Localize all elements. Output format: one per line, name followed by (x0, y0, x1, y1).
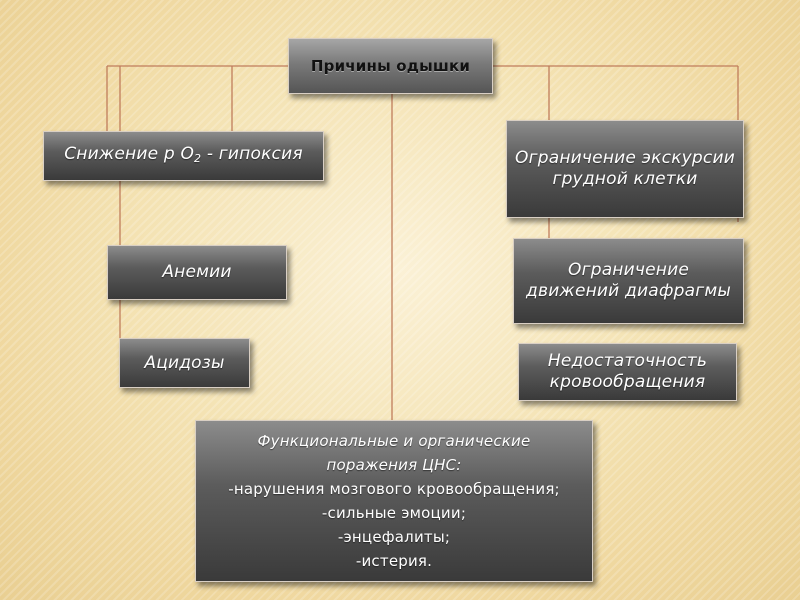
node-acidosis: Ацидозы (119, 338, 250, 388)
node-diaphragm: Ограничение движений диафрагмы (513, 238, 744, 324)
node-diaphragm-line1: Ограничение (567, 260, 689, 280)
node-diaphragm-line2: движений диафрагмы (526, 281, 731, 301)
node-chest-line1: Ограничение экскурсии (515, 148, 735, 168)
node-circulation-line2: кровообращения (549, 372, 706, 392)
node-cns-item: -истерия. (355, 552, 433, 570)
root-node-dyspnea-causes: Причины одышки (288, 38, 493, 94)
node-acidosis-label: Ацидозы (144, 352, 225, 373)
node-hypoxia: Снижение р О2 - гипоксия (43, 131, 324, 181)
node-cns-item: -сильные эмоции; (321, 504, 467, 522)
node-chest-line2: грудной клетки (552, 169, 698, 189)
node-cns-title1: Функциональные и органические (257, 432, 531, 450)
node-hypoxia-label: Снижение р О2 - гипоксия (64, 143, 303, 165)
root-node-label: Причины одышки (310, 56, 471, 75)
node-anemia: Анемии (107, 245, 287, 300)
node-circulation: Недостаточность кровообращения (518, 343, 737, 401)
node-cns-title2: поражения ЦНС: (326, 456, 462, 474)
node-circulation-line1: Недостаточность (547, 351, 708, 371)
node-anemia-label: Анемии (162, 262, 232, 282)
node-cns-item: -энцефалиты; (337, 528, 451, 546)
node-chest-excursion: Ограничение экскурсии грудной клетки (506, 120, 744, 218)
node-cns-lesions: Функциональные и органические поражения … (195, 420, 593, 582)
node-cns-item: -нарушения мозгового кровообращения; (228, 480, 560, 498)
